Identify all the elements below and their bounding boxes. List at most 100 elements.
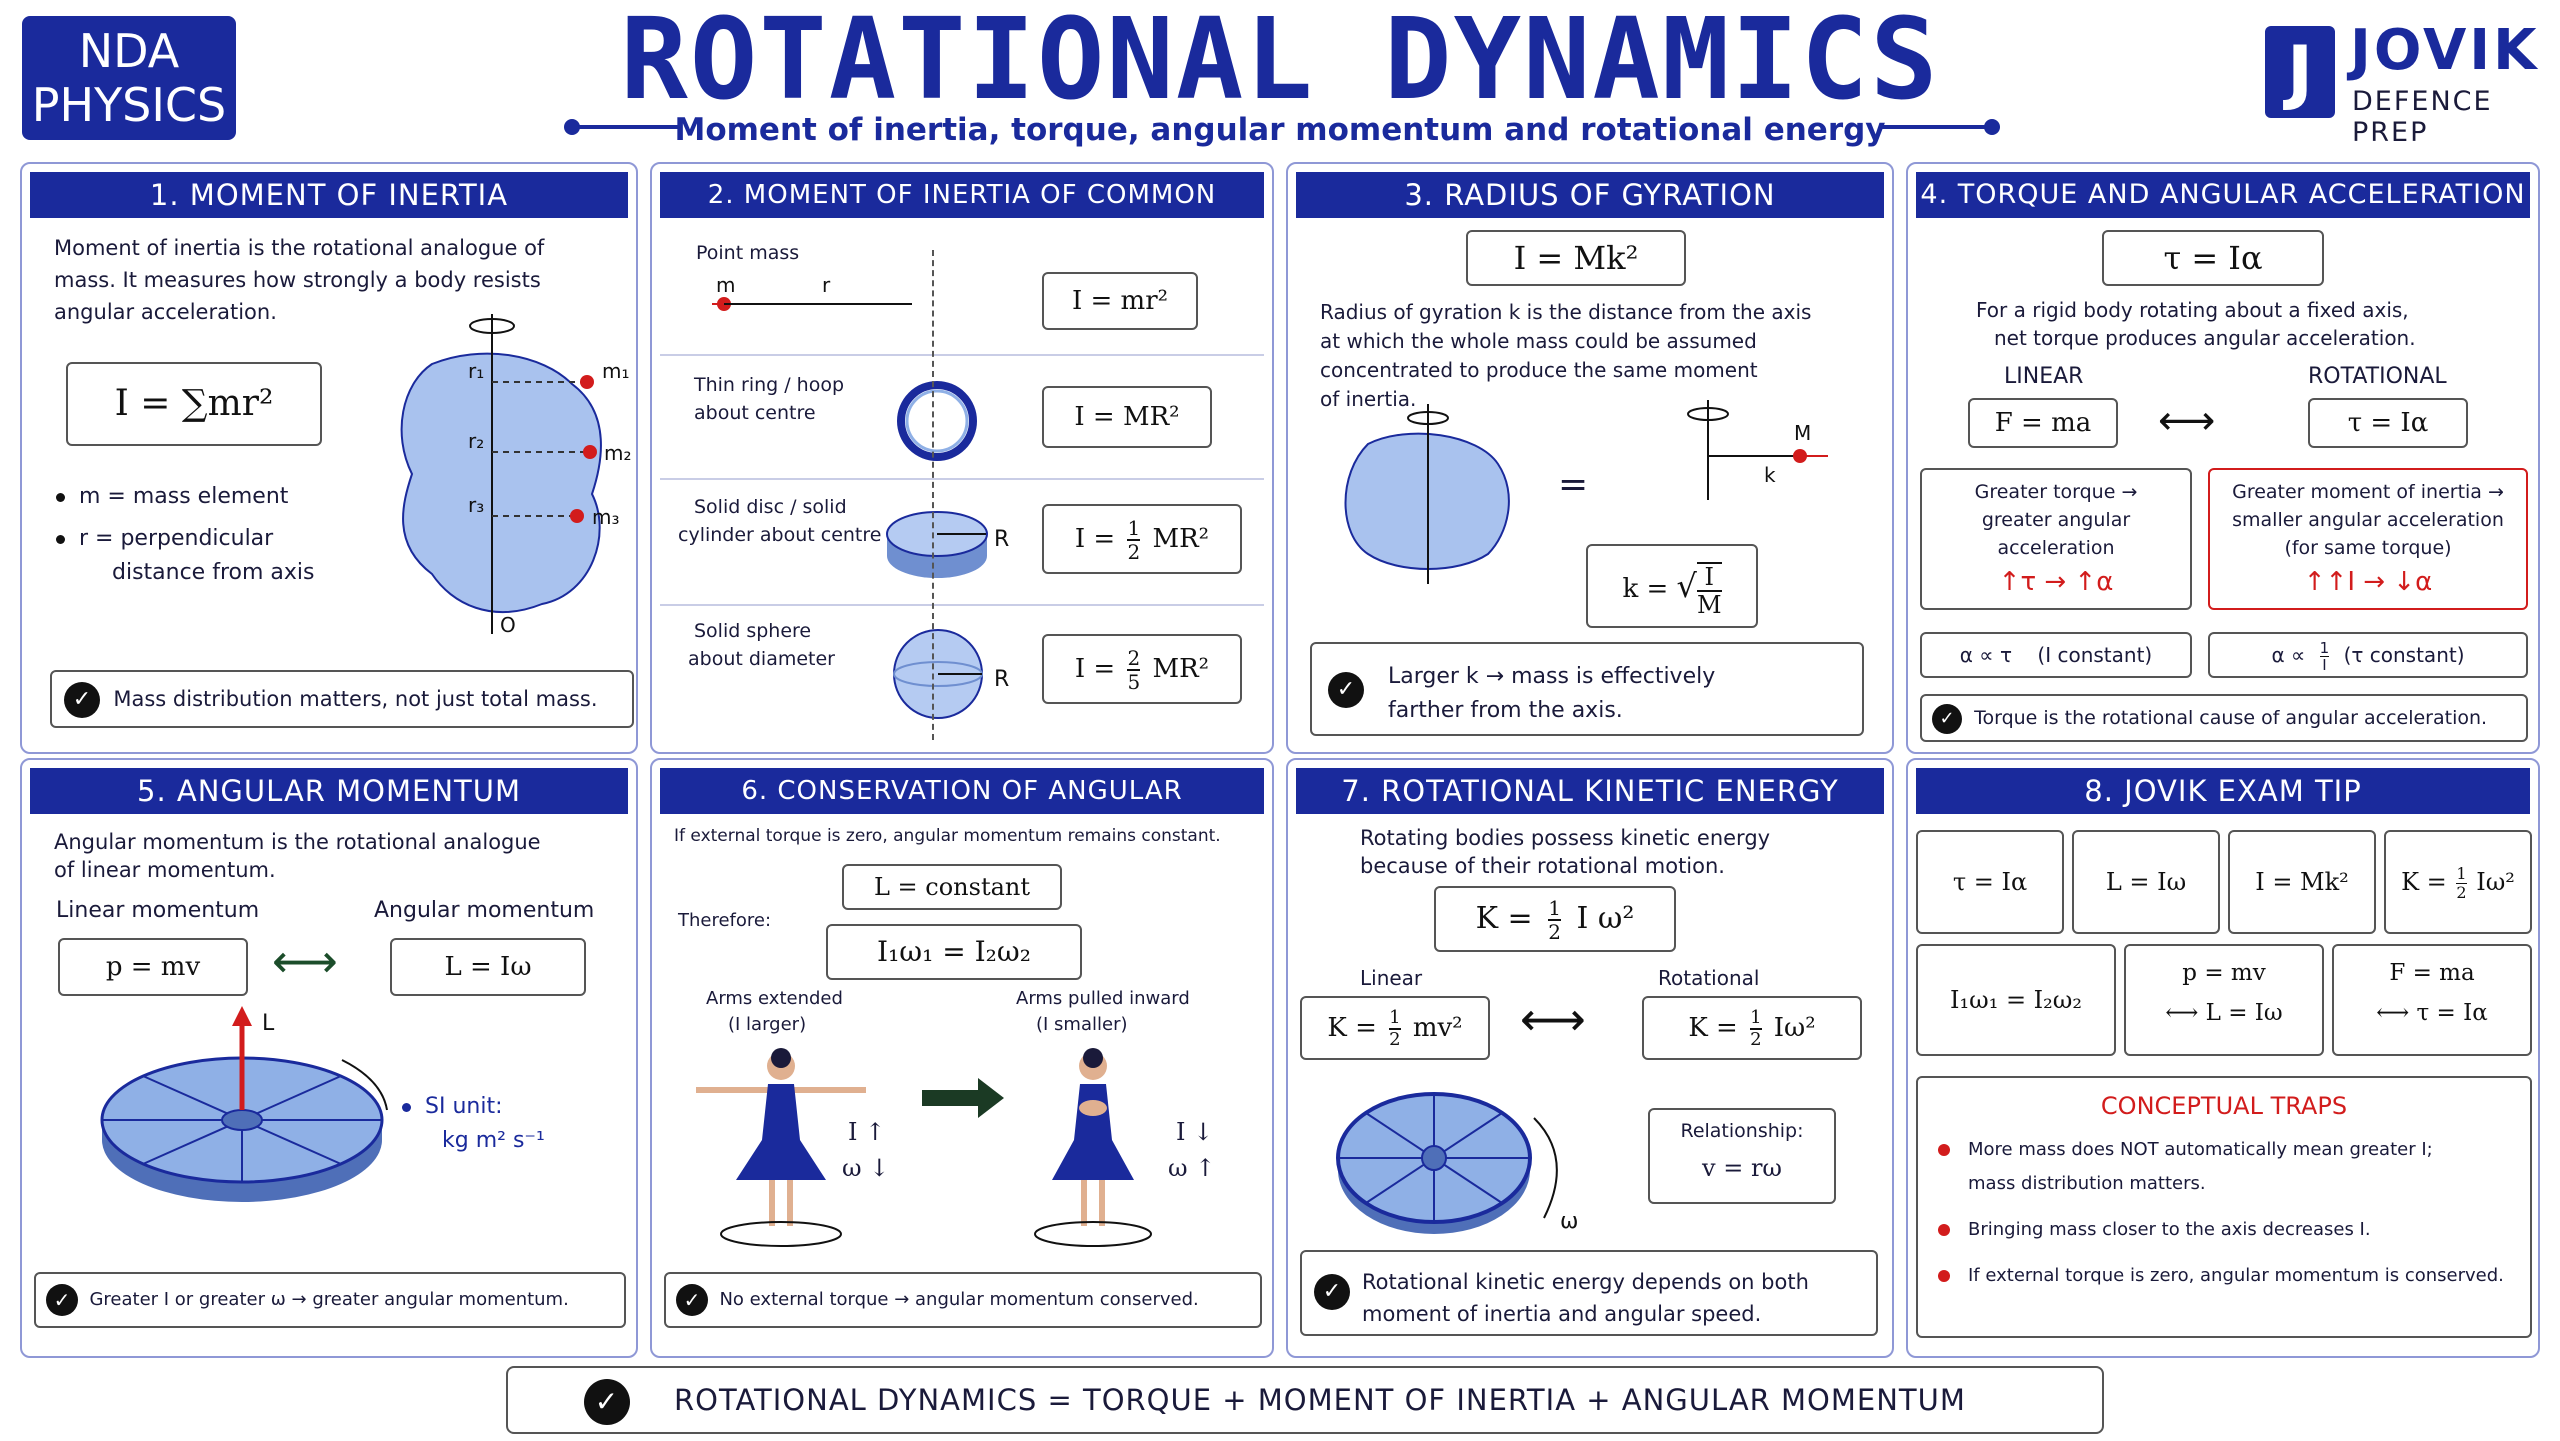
page-title: ROTATIONAL DYNAMICS <box>620 0 1940 125</box>
p6-desc: If external torque is zero, angular mome… <box>674 826 1221 846</box>
row3-label-b: cylinder about centre <box>678 524 882 546</box>
axis-line <box>932 250 934 740</box>
box-line: Greater moment of inertia → <box>2232 481 2504 503</box>
sphere-diagram: R <box>893 629 1009 719</box>
si-unit-value: kg m² s⁻¹ <box>442 1128 545 1153</box>
bullet-dot <box>1938 1270 1950 1282</box>
linear-momentum-label: Linear momentum <box>56 898 260 923</box>
proportional-torque: α ∝ τ (I constant) <box>1920 632 2192 678</box>
divider <box>660 478 1264 480</box>
footer-summary: ✓ROTATIONAL DYNAMICS = TORQUE + MOMENT O… <box>506 1366 2104 1434</box>
mass-point-icon <box>580 375 594 389</box>
skater-arms-extended <box>696 1048 866 1247</box>
skater-arms <box>1079 1100 1107 1116</box>
label-omega: ω <box>1560 1209 1578 1234</box>
numerator: I <box>1696 564 1722 592</box>
row2-label-b: about centre <box>694 402 816 424</box>
panel-angular-momentum: 5. ANGULAR MOMENTUM Angular momentum is … <box>20 758 638 1358</box>
tip-force-analogy: F = ma ⟷ τ = Iα <box>2332 944 2532 1056</box>
point-mass-gyration: M k <box>1687 400 1828 500</box>
arms-extended-label: Arms extended <box>706 988 843 1009</box>
skater-dress <box>736 1084 826 1180</box>
arms-extended-sub: (I larger) <box>728 1014 807 1035</box>
badge-line2: PHYSICS <box>31 78 227 132</box>
subtitle-line-right <box>1880 125 1990 129</box>
denominator: 5 <box>1127 670 1141 694</box>
linear-label: Linear <box>1360 966 1423 990</box>
panel-exam-tip: 8. JOVIK EXAM TIP τ = Iα L = Iω I = Mk² … <box>1906 758 2540 1358</box>
label-origin: O <box>500 613 516 637</box>
box-line: Greater torque → <box>1974 481 2138 503</box>
bullet-text: r = perpendicular <box>79 526 274 551</box>
traps-title: CONCEPTUAL TRAPS <box>2100 1092 2348 1120</box>
label-m1: m₁ <box>602 359 630 383</box>
row4-label-b: about diameter <box>688 648 835 670</box>
p5-desc-a: Angular momentum is the rotational analo… <box>54 830 541 854</box>
formula-part: (τ constant) <box>2343 643 2465 667</box>
formula-part: Iω² <box>1773 1013 1816 1043</box>
p1-bullet-radius-cont: distance from axis <box>112 560 315 585</box>
label-k: k <box>1764 463 1776 487</box>
desc-line: at which the whole mass could be assumed <box>1320 329 1757 353</box>
rotational-heading: ROTATIONAL <box>2308 364 2447 389</box>
formula-part: K = <box>1327 1013 1377 1043</box>
panel-torque: 4. TORQUE AND ANGULAR ACCELERATION τ = I… <box>1906 162 2540 754</box>
check-icon: ✓ <box>1314 1274 1350 1310</box>
linear-heading: LINEAR <box>2004 364 2084 389</box>
bullet-dot <box>402 1102 411 1112</box>
p4-note-text: Torque is the rotational cause of angula… <box>1974 707 2488 729</box>
therefore-label: Therefore: <box>678 910 772 931</box>
trap-item-cont: mass distribution matters. <box>1968 1173 2206 1194</box>
check-icon: ✓ <box>64 682 100 718</box>
logo-name: JOVIK <box>2350 18 2540 83</box>
p1-bullet-mass: m = mass element <box>56 484 288 509</box>
skater-arms-inward <box>1034 1048 1152 1247</box>
p3-description: Radius of gyration k is the distance fro… <box>1320 298 1880 414</box>
check-icon: ✓ <box>1932 703 1962 734</box>
desc-line: Radius of gyration k is the distance fro… <box>1320 300 1812 324</box>
formula-part: I = <box>1074 654 1116 684</box>
rotation-arrow-icon <box>1687 407 1729 421</box>
note-line: Rotational kinetic energy depends on bot… <box>1362 1270 1809 1294</box>
box-line: acceleration <box>1997 537 2115 559</box>
p6-note-text: No external torque → angular momentum co… <box>719 1289 1199 1310</box>
p1-intro: Moment of inertia is the rotational anal… <box>54 232 614 328</box>
tip-gyration: I = Mk² <box>2228 830 2376 934</box>
p1-intro-line: angular acceleration. <box>54 300 277 324</box>
si-unit-label: SI unit: <box>402 1094 502 1119</box>
check-icon: ✓ <box>584 1379 630 1425</box>
denominator: 2 <box>1750 1029 1762 1050</box>
p1-intro-line: Moment of inertia is the rotational anal… <box>54 236 545 260</box>
bullet-dot <box>1938 1224 1950 1236</box>
ring-diagram <box>897 381 977 461</box>
point-mass-diagram: m r <box>712 273 912 311</box>
mass-point-icon <box>1793 449 1807 463</box>
formula-part: I ω² <box>1576 901 1635 936</box>
denominator: 2 <box>1389 1029 1401 1050</box>
desc-line: concentrated to produce the same moment <box>1320 358 1758 382</box>
label-r3: r₃ <box>468 493 484 517</box>
formula-part: I = <box>1074 524 1116 554</box>
nda-physics-badge: NDA PHYSICS <box>22 16 236 140</box>
label-R: R <box>994 667 1009 692</box>
angular-momentum-label: Angular momentum <box>374 898 595 923</box>
formula-part: K = <box>2401 868 2447 896</box>
formula-part: k = <box>1622 574 1669 604</box>
check-icon: ✓ <box>676 1284 708 1316</box>
inertia-effect-box: Greater moment of inertia → smaller angu… <box>2208 468 2528 610</box>
tip-line: ⟷ L = Iω <box>2165 1000 2283 1026</box>
arms-inward-sub: (I smaller) <box>1036 1014 1128 1035</box>
note-line: moment of inertia and angular speed. <box>1362 1302 1762 1326</box>
denominator: 2 <box>1548 920 1561 944</box>
p1-formula: I = ∑mr² <box>66 362 322 446</box>
double-arrow-icon: ⟷ <box>2158 398 2216 444</box>
body-shape <box>400 352 602 613</box>
p5-desc-b: of linear momentum. <box>54 858 276 882</box>
